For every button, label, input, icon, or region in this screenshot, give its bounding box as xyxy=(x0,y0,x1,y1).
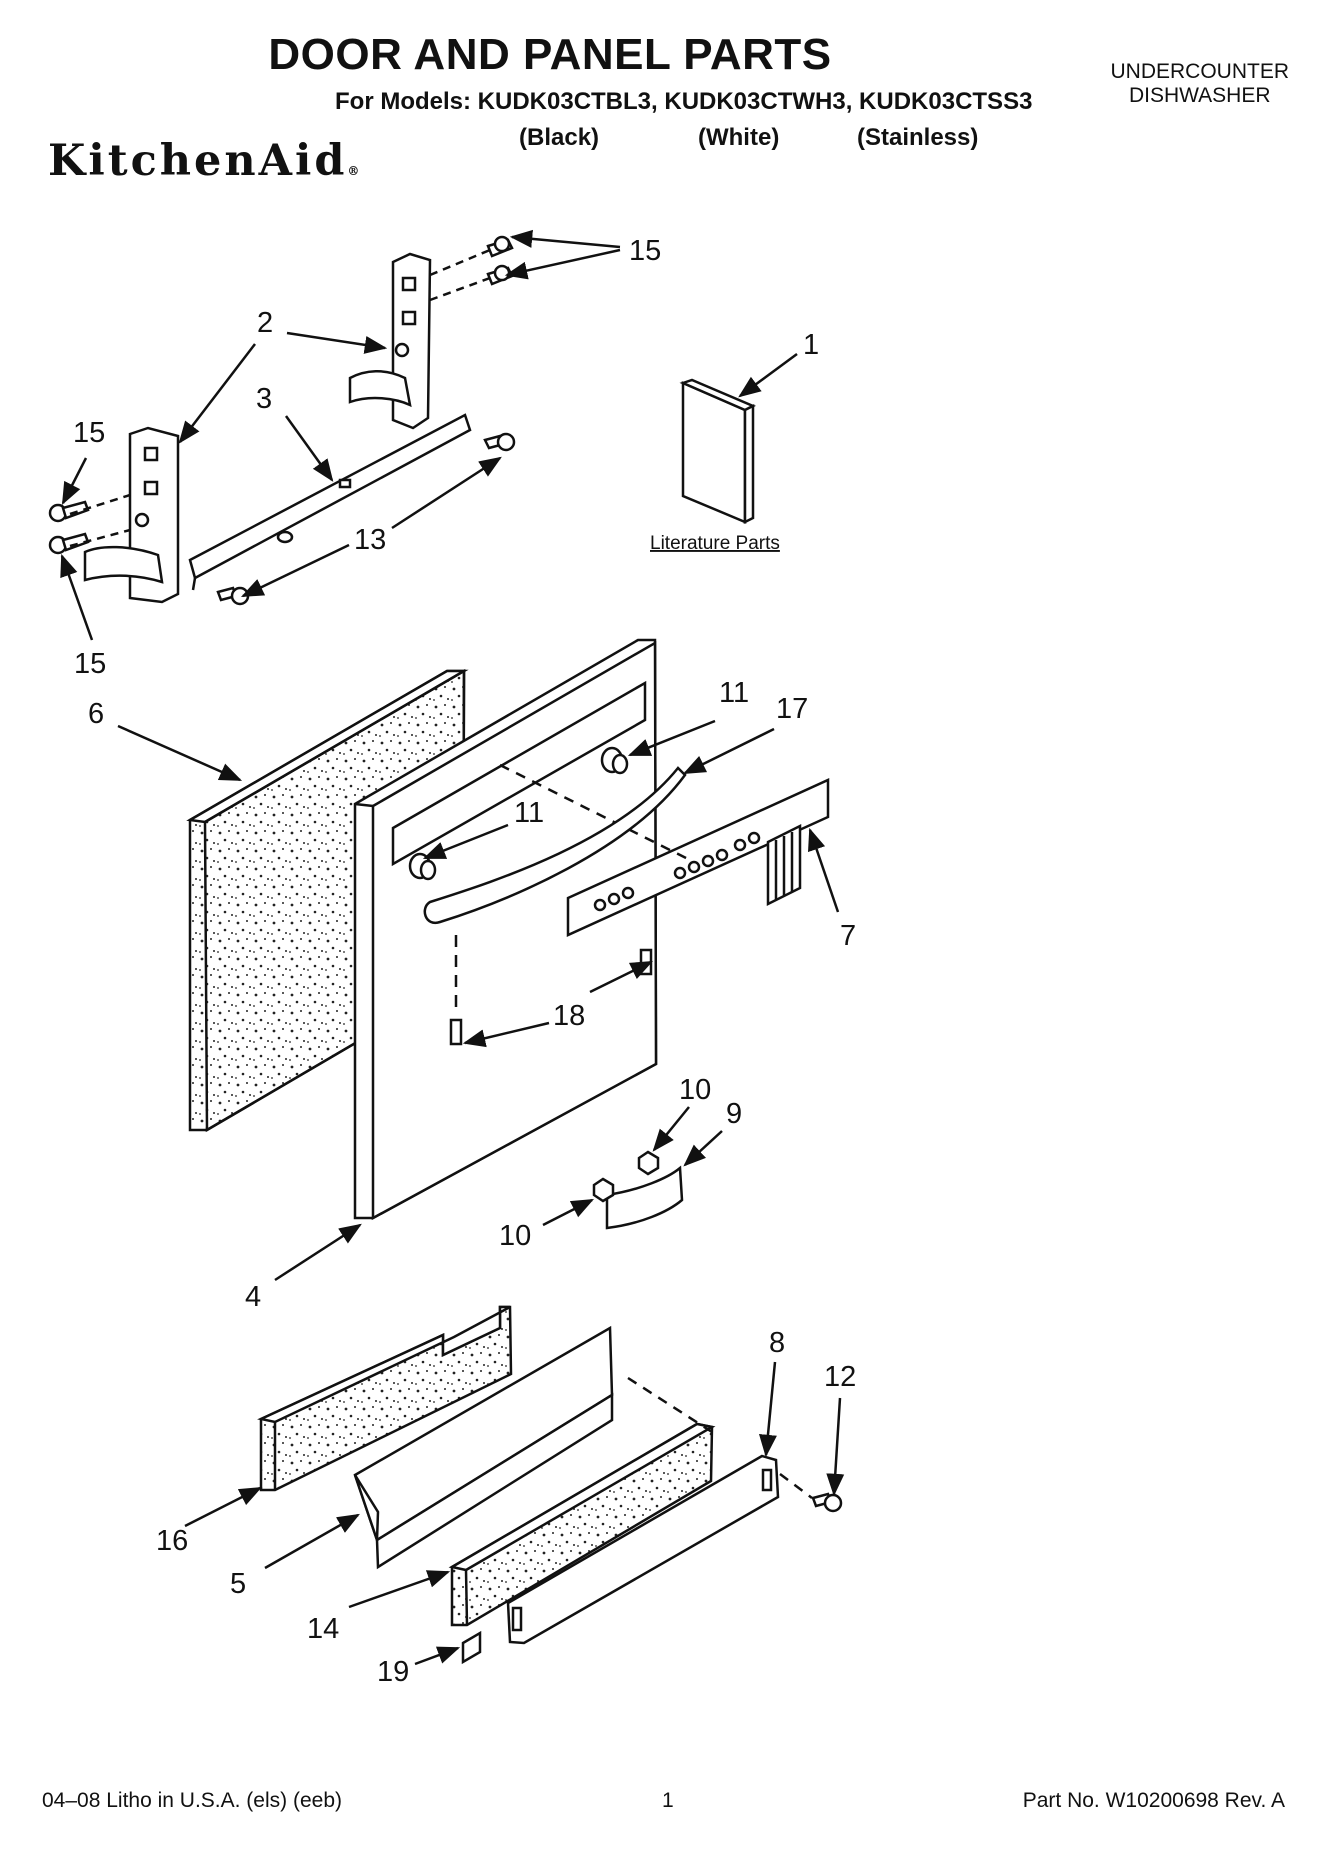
part-5-access-panel xyxy=(353,1325,614,1570)
callout-3: 3 xyxy=(256,383,272,415)
callout-10-upper: 10 xyxy=(679,1074,711,1106)
variant-stainless: (Stainless) xyxy=(857,124,979,151)
part-18-stud-lower xyxy=(449,1018,463,1046)
part-11-spacer-upper xyxy=(600,746,629,775)
callout-13: 13 xyxy=(354,524,386,556)
variant-black: (Black) xyxy=(519,124,600,151)
callout-8: 8 xyxy=(769,1327,785,1359)
callout-11-upper: 11 xyxy=(719,677,749,709)
callout-14: 14 xyxy=(307,1613,339,1645)
part-16-toekick-insulation xyxy=(257,1305,513,1492)
screw-15-upper-1 xyxy=(486,235,514,258)
part-17-door-handle xyxy=(423,766,687,925)
literature-parts-label: Literature Parts xyxy=(650,533,780,554)
brand-logo: KitchenAid® xyxy=(48,136,360,186)
callout-2: 2 xyxy=(257,307,273,339)
callout-5: 5 xyxy=(230,1568,246,1600)
callout-17: 17 xyxy=(776,693,808,725)
callout-11-lower: 11 xyxy=(514,797,544,829)
dash-lines-toekick xyxy=(627,1376,813,1499)
part-2-hinge-bracket-left xyxy=(83,426,180,604)
part-14-lower-insulation xyxy=(448,1422,716,1627)
callout-1: 1 xyxy=(803,329,819,361)
leader-arrows xyxy=(60,229,845,1666)
screw-13-right xyxy=(483,432,516,452)
part-19-clip xyxy=(461,1630,482,1665)
appliance-category: UNDERCOUNTER DISHWASHER xyxy=(1111,60,1290,108)
page-title: DOOR AND PANEL PARTS xyxy=(268,30,832,79)
callout-10-lower: 10 xyxy=(499,1220,531,1252)
brand-name: KitchenAid xyxy=(48,136,348,186)
category-line-1: UNDERCOUNTER xyxy=(1110,60,1290,83)
callout-9: 9 xyxy=(726,1098,742,1130)
part-11-spacer-lower xyxy=(408,852,437,881)
part-1-literature xyxy=(679,378,756,525)
part-4-inner-door xyxy=(353,638,658,1221)
part-9-trim-badge xyxy=(605,1165,684,1230)
category-line-2: DISHWASHER xyxy=(1128,84,1271,107)
callout-4: 4 xyxy=(245,1281,261,1313)
part-2-hinge-bracket-right xyxy=(348,252,432,430)
callout-15-left-lower: 15 xyxy=(74,648,106,680)
print-info: 04–08 Litho in U.S.A. (els) (eeb) xyxy=(42,1789,342,1812)
part-7-control-console xyxy=(566,778,830,937)
part-12-screw xyxy=(811,1492,843,1513)
variant-white: (White) xyxy=(698,124,780,151)
page-number: 1 xyxy=(662,1789,674,1812)
callout-15-top: 15 xyxy=(629,235,661,267)
callout-6: 6 xyxy=(88,698,104,730)
callout-12: 12 xyxy=(824,1361,856,1393)
dash-lines-hinge xyxy=(69,248,491,548)
part-10-nut-upper xyxy=(637,1150,660,1176)
callout-15-left-upper: 15 xyxy=(73,417,105,449)
screw-15-left-2 xyxy=(48,532,90,555)
part-number: Part No. W10200698 Rev. A xyxy=(1022,1789,1285,1812)
part-3-support-rail xyxy=(188,413,472,591)
callout-7: 7 xyxy=(840,920,856,952)
screw-15-left-1 xyxy=(48,500,90,523)
models-line: For Models: KUDK03CTBL3, KUDK03CTWH3, KU… xyxy=(335,88,1033,115)
part-10-nut-lower xyxy=(592,1177,615,1203)
callout-16: 16 xyxy=(156,1525,188,1557)
callout-19: 19 xyxy=(377,1656,409,1688)
callout-18: 18 xyxy=(553,1000,585,1032)
